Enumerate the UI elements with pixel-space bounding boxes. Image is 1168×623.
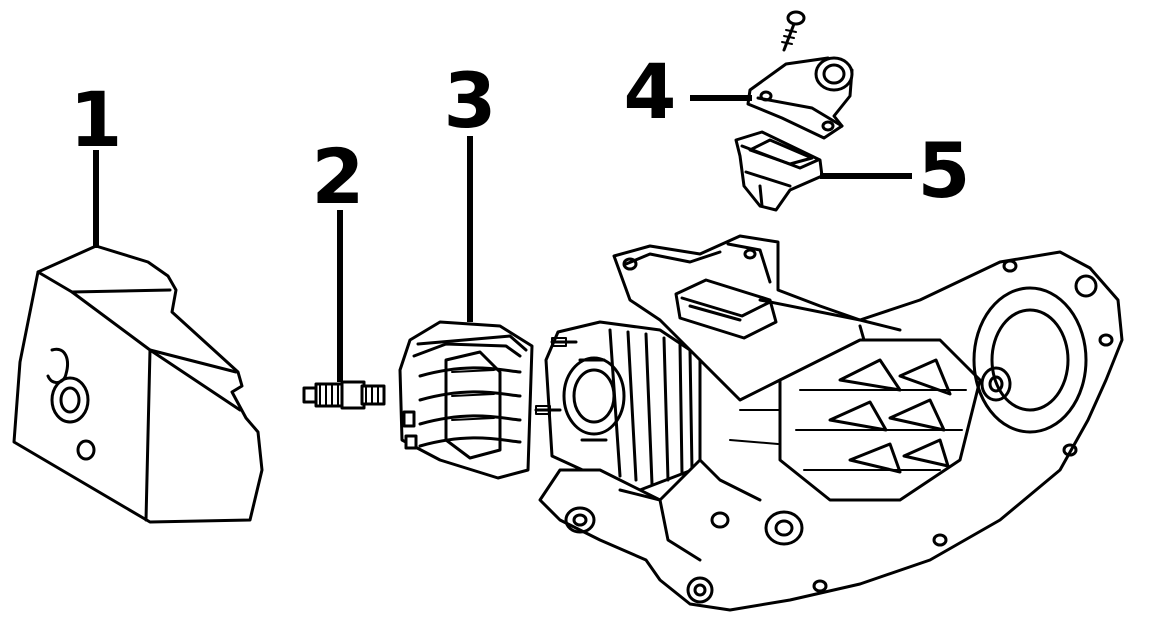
part-5-reed-valve: 5 xyxy=(734,126,971,215)
part-2-spark-plug: 2 xyxy=(302,132,386,410)
callout-5-label: 5 xyxy=(918,126,971,215)
part-3-cylinder-head: 3 xyxy=(398,56,534,480)
part-4-intake-manifold: 4 xyxy=(624,10,854,140)
callout-1-label: 1 xyxy=(70,75,123,164)
callout-3-label: 3 xyxy=(444,56,497,145)
engine-cylinder-barrel xyxy=(534,320,694,492)
part-1-cylinder-shroud: 1 xyxy=(12,75,264,524)
callout-2-label: 2 xyxy=(312,132,365,221)
engine-crankcase xyxy=(538,234,1124,612)
screw-icon xyxy=(781,10,806,52)
callout-4-label: 4 xyxy=(624,47,677,136)
